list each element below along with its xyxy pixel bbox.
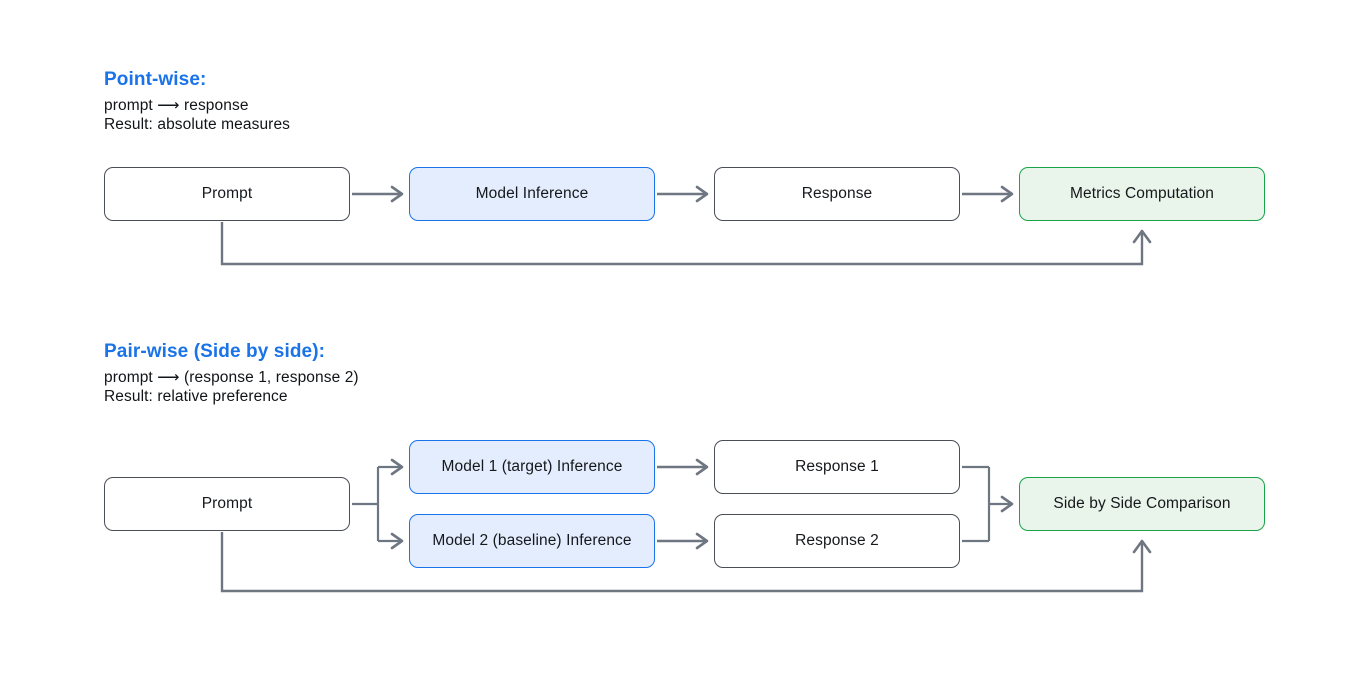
point-wise-result: Result: absolute measures xyxy=(104,116,291,133)
point-wise-heading: Point-wise: xyxy=(104,69,207,90)
arrow-response-to-metrics xyxy=(962,185,1014,203)
arrow-model-inference-to-response xyxy=(657,185,709,203)
pair-wise-mapping: prompt ⟶ (response 1, response 2) xyxy=(104,369,359,386)
node-pointwise-model-inference[interactable]: Model Inference xyxy=(409,167,655,221)
feedback-arrow-pairwise xyxy=(220,532,1152,593)
node-pairwise-prompt[interactable]: Prompt xyxy=(104,477,350,531)
merge-responses-to-comparison xyxy=(962,465,1014,543)
arrow-prompt-to-model-inference xyxy=(352,185,404,203)
pair-wise-result: Result: relative preference xyxy=(104,388,288,405)
feedback-arrow-pointwise xyxy=(220,222,1152,266)
node-pointwise-metrics-computation[interactable]: Metrics Computation xyxy=(1019,167,1265,221)
node-pointwise-prompt[interactable]: Prompt xyxy=(104,167,350,221)
node-pairwise-response-2[interactable]: Response 2 xyxy=(714,514,960,568)
arrow-model-2-to-response-2 xyxy=(657,532,709,550)
node-pairwise-model-1-inference[interactable]: Model 1 (target) Inference xyxy=(409,440,655,494)
pair-wise-heading: Pair-wise (Side by side): xyxy=(104,341,326,362)
node-pairwise-side-by-side-comparison[interactable]: Side by Side Comparison xyxy=(1019,477,1265,531)
branch-prompt-to-models xyxy=(352,458,404,550)
node-pointwise-response[interactable]: Response xyxy=(714,167,960,221)
node-pairwise-model-2-inference[interactable]: Model 2 (baseline) Inference xyxy=(409,514,655,568)
point-wise-mapping: prompt ⟶ response xyxy=(104,97,249,114)
arrow-model-1-to-response-1 xyxy=(657,458,709,476)
node-pairwise-response-1[interactable]: Response 1 xyxy=(714,440,960,494)
